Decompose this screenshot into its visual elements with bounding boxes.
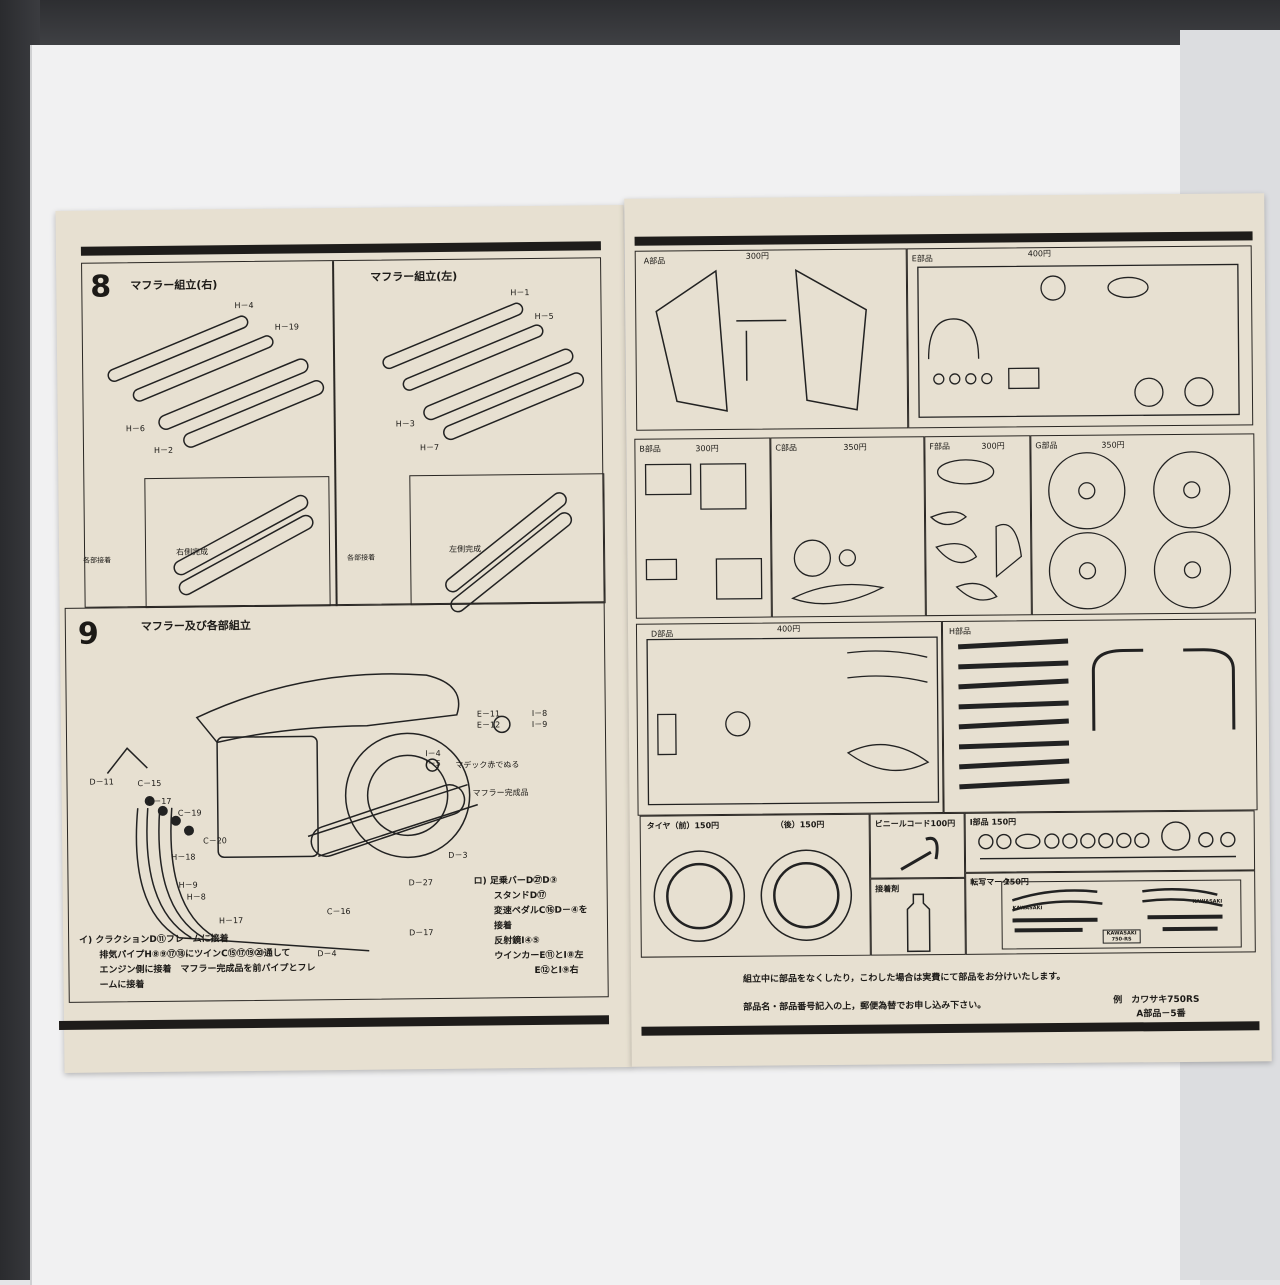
part-label: E－11 xyxy=(476,709,501,719)
step-8-panel: 8 マフラー組立(右) マフラー組立(左) H－4 H－19 H－6 H－2 H… xyxy=(81,257,606,613)
exhaust-pipes-sprue xyxy=(958,638,1236,790)
footer-example: A部品－5番 xyxy=(1136,1008,1186,1020)
part-label: I－5 xyxy=(425,758,441,769)
parts-g-panel: G部品 350円 xyxy=(1030,433,1256,616)
muffler-drawings xyxy=(107,302,585,448)
muffler-complete-label: マフラー完成品 xyxy=(472,788,529,798)
parts-f-panel: F部品 300円 xyxy=(924,435,1032,617)
note-b: ロ) 足乗バーD㉗D③ スタンドD⑰ 変速ペダルC⑯D－④を 接着 反射鏡I④⑤… xyxy=(473,875,588,977)
part-label: H－8 xyxy=(186,892,206,902)
footer-line-1: 組立中に部品をなくしたり，こわした場合は実費にて部品をお分けいたします。 xyxy=(743,971,1066,985)
glue-panel: 接着剤 xyxy=(870,877,966,956)
part-label: I－8 xyxy=(531,708,548,719)
wheels xyxy=(1048,451,1232,610)
instruction-page-right: A部品 300円 E部品 400円 B部品 300円 C部品 350円 F部品 … xyxy=(624,193,1272,1067)
glue-tube-icon xyxy=(906,893,931,953)
part-label: H－9 xyxy=(178,880,198,890)
left-done-label: 左側完成 xyxy=(449,544,482,554)
part-label: C－20 xyxy=(203,836,227,846)
footer-bar xyxy=(58,1015,610,1031)
header-bar xyxy=(80,241,601,256)
glue-label: 各部接着 xyxy=(347,553,376,562)
part-label: C－15 xyxy=(137,778,162,789)
decal-brand: KAWASAKI xyxy=(1012,905,1043,912)
part-label: C－19 xyxy=(177,808,202,818)
parts-d-panel: D部品 400円 xyxy=(635,621,944,816)
parts-a-panel: A部品 300円 xyxy=(634,248,909,431)
right-complete-panel: 右側完成 xyxy=(144,476,331,609)
step-9-panel: 9 マフラー及び各部組立 E－11 I－8 E－12 I－9 I－4 I－5 マ… xyxy=(64,602,609,1003)
decal-brand: KAWASAKI xyxy=(1192,898,1223,905)
footer-bar xyxy=(641,1021,1260,1036)
part-label: C－17 xyxy=(147,796,172,807)
left-complete-panel: 左側完成 xyxy=(409,473,606,613)
part-label: C－16 xyxy=(326,906,351,917)
parts-h-panel: H部品 xyxy=(941,618,1258,814)
part-label: D－17 xyxy=(409,928,434,938)
part-label: D－27 xyxy=(408,878,433,888)
part-label: D－3 xyxy=(448,850,468,860)
motorcycle-drawing xyxy=(106,673,511,952)
footer-example: 例 カワサキ750RS xyxy=(1113,994,1200,1006)
parts-c-panel: C部品 350円 xyxy=(770,436,926,618)
parts-sprue xyxy=(917,263,1240,418)
paint-note: マデック赤でぬる xyxy=(455,760,520,770)
note-a: イ) クラクションD⑪フレームに接着 排気パイプH⑧⑨⑰⑱にツインC⑮⑰⑲⑳通し… xyxy=(79,934,316,991)
part-label: I－9 xyxy=(531,719,548,730)
footer-line-2: 部品名・部品番号記入の上，郵便為替でお申し込み下さい。 xyxy=(743,1000,987,1013)
part-label: H－18 xyxy=(171,852,196,862)
right-done-label: 右側完成 xyxy=(176,547,209,557)
parts-i-panel: I部品 150円 xyxy=(964,810,1256,873)
part-label: D－11 xyxy=(89,777,114,787)
glue-label: 各部接着 xyxy=(83,556,112,565)
part-label: E－12 xyxy=(476,720,501,730)
header-bar xyxy=(634,231,1253,246)
instruction-page-left: 8 マフラー組立(右) マフラー組立(左) H－4 H－19 H－6 H－2 H… xyxy=(55,205,633,1073)
tire-panel: タイヤ（前）150円 （後）150円 xyxy=(639,813,871,958)
parts-e-panel: E部品 400円 xyxy=(906,245,1254,429)
tires xyxy=(653,849,853,942)
vinyl-cord-panel: ビニールコード100円 xyxy=(869,812,966,879)
parts-b-panel: B部品 300円 xyxy=(634,437,772,619)
part-label: H－17 xyxy=(218,916,244,926)
frame-sprue xyxy=(655,268,867,412)
part-label: D－4 xyxy=(317,949,337,959)
